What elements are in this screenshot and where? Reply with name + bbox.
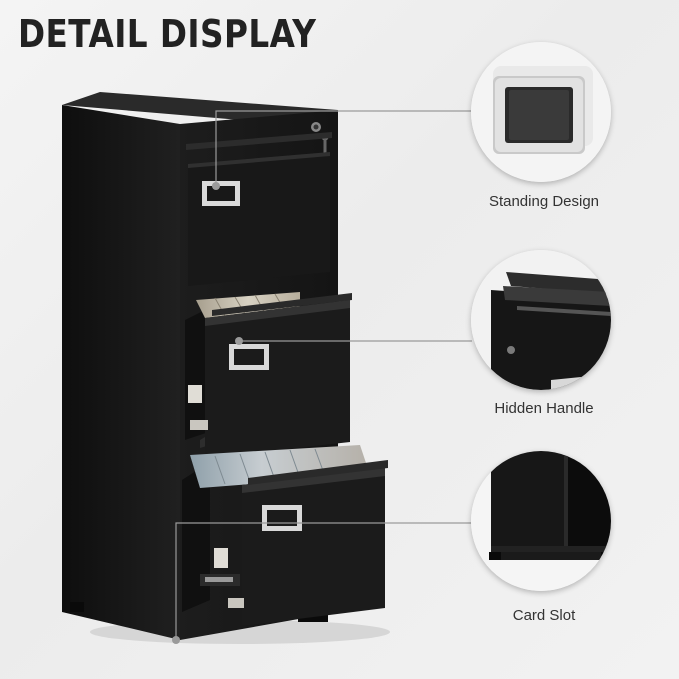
cabinet-foot: [70, 602, 84, 612]
leader-line-standing-design: [215, 110, 472, 186]
leader-line-card-slot: [175, 522, 472, 640]
drawer-bottom-front: [242, 468, 385, 626]
drawer-top-front: [188, 152, 330, 286]
label-card-slot: Card Slot: [512, 607, 576, 624]
drawer-slide: [200, 548, 244, 608]
drawer-middle-label-holder: [229, 344, 269, 370]
card-slot-icon: [471, 451, 611, 591]
page-title: DETAIL DISPLAY: [18, 12, 317, 56]
drawer-middle-front: [205, 300, 350, 458]
drawer-bottom-label-holder: [262, 505, 302, 531]
handle-frame-icon: [471, 42, 611, 182]
cabinet-side: [62, 105, 180, 640]
label-standing-design: Standing Design: [488, 193, 600, 210]
callout-standing-design: [471, 42, 611, 182]
label-hidden-handle: Hidden Handle: [494, 400, 594, 417]
callout-hidden-handle: [471, 250, 611, 390]
drawer-top-label-holder: [202, 181, 240, 206]
callout-card-slot: [471, 451, 611, 591]
drawer-slide: [188, 385, 208, 430]
hidden-handle-icon: [471, 250, 611, 390]
